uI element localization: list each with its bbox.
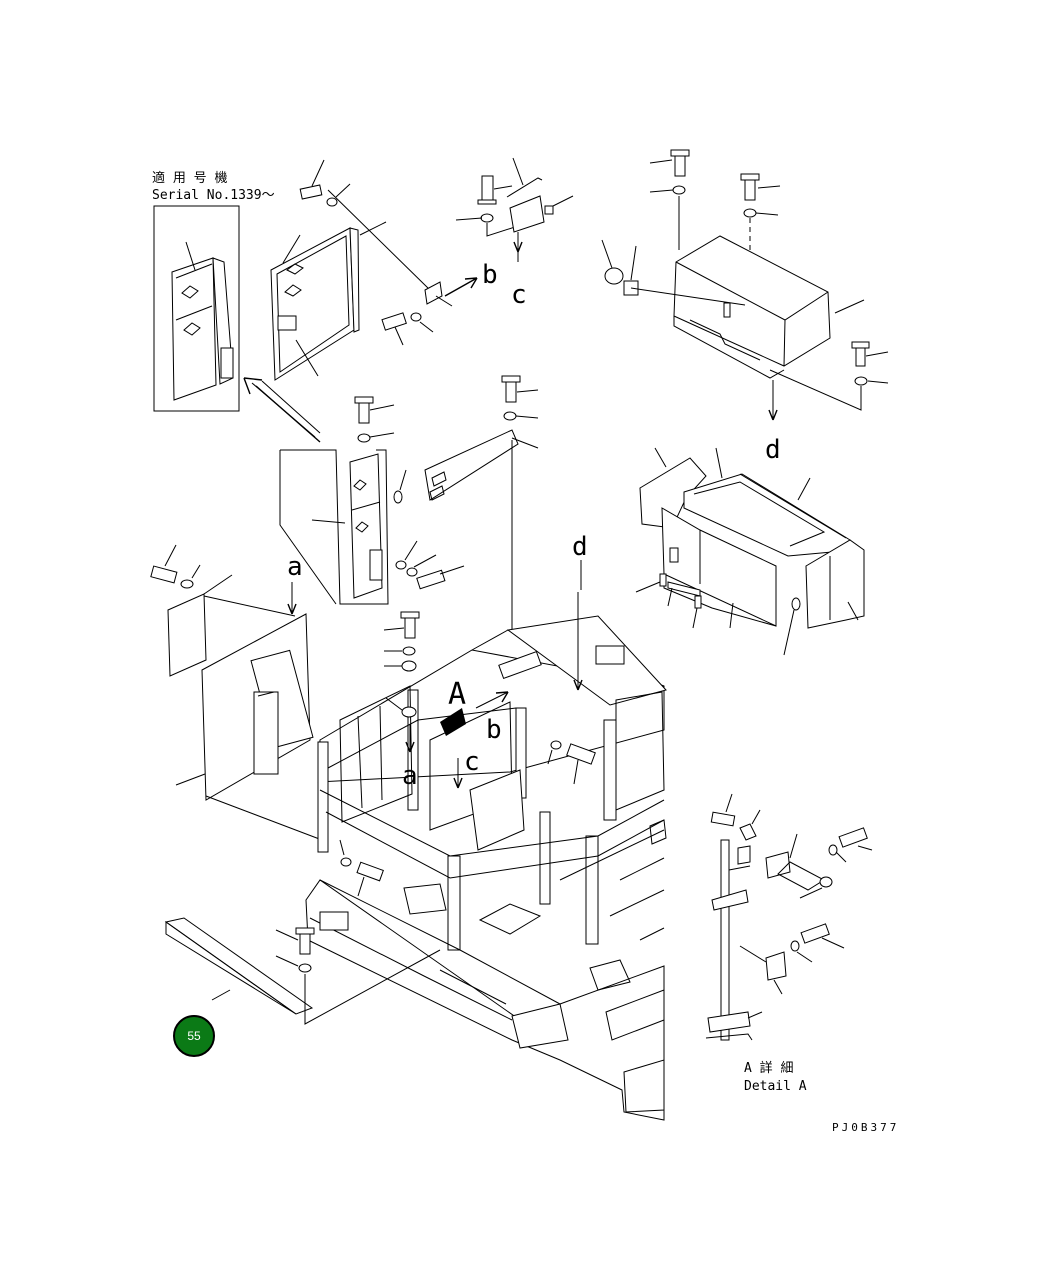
detail-title-jp: A 詳 細 (744, 1060, 793, 1076)
door-panel-upper: b (270, 159, 498, 381)
detail-title-en: Detail A (744, 1079, 807, 1094)
serial-number: Serial No.1339～ (152, 188, 275, 203)
drawing-code: PJ0B377 (832, 1121, 899, 1134)
bottom-skirt-plate (164, 917, 441, 1025)
page-number-badge[interactable]: 55 (173, 1015, 215, 1057)
box-cover-lower (635, 447, 865, 656)
callout-c-mid: c (464, 747, 480, 777)
callout-b-mid: b (486, 715, 502, 745)
latch-assembly: c (455, 157, 574, 310)
callout-c-top: c (511, 280, 527, 310)
callout-b-top: b (482, 260, 498, 290)
side-door-large: a (175, 552, 323, 841)
serial-title: 適 用 号 機 (152, 170, 227, 186)
callout-d-top: d (765, 435, 781, 465)
callout-a-low: a (402, 761, 418, 791)
left-bolts (150, 544, 296, 677)
callout-d-mid: d (572, 532, 588, 562)
main-frame: d A (305, 532, 667, 1121)
side-panel-group (279, 396, 465, 605)
box-cover-upper: d (601, 149, 889, 465)
callout-A-main: A (448, 677, 466, 712)
detail-A: A 詳 細 Detail A (705, 793, 873, 1094)
inset-door-variant (153, 205, 321, 443)
top-cover-plate (424, 375, 539, 630)
page-number: 55 (187, 1029, 201, 1043)
callout-a-top: a (287, 552, 303, 582)
